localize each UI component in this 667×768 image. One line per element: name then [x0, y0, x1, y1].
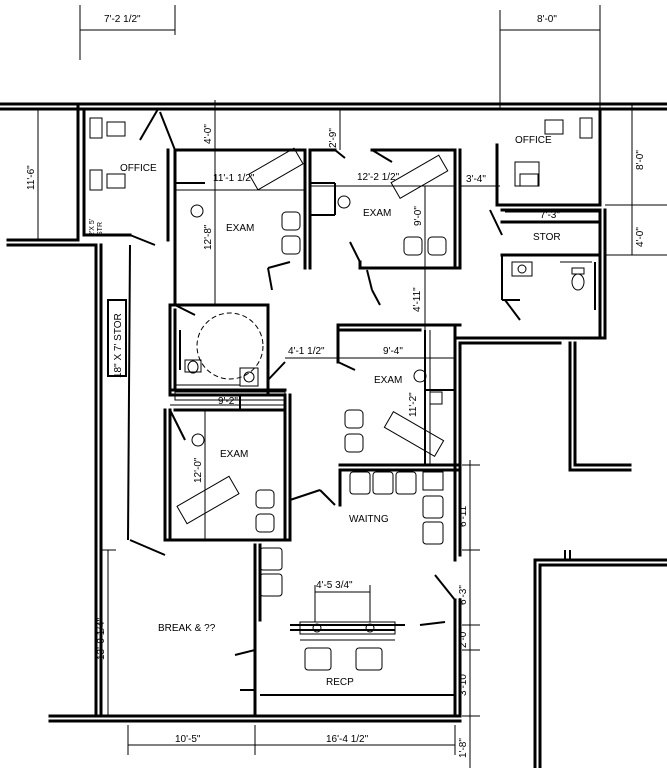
dimension-labels: 7'-2 1/2" 8'-0" 11'-6" 4'-0" 11'-1 1/2" … — [26, 14, 646, 758]
room-labels: OFFICE OFFICE EXAM EXAM STOR EXAM EXAM W… — [89, 135, 561, 688]
dim-11-1-12: 11'-1 1/2" — [213, 173, 255, 184]
dim-9-2: 9'-2" — [218, 396, 238, 407]
dim-1-8: 1'-8" — [458, 738, 469, 758]
doors — [127, 111, 521, 691]
dim-top-left: 7'-2 1/2" — [104, 14, 141, 25]
room-label-stor: STOR — [533, 232, 561, 243]
dim-11-2: 11'-2" — [408, 392, 419, 417]
dim-4-0-a: 4'-0" — [203, 124, 214, 144]
dim-12-0: 12'-0" — [193, 457, 204, 483]
dim-7-3: 7'-3" — [540, 210, 560, 221]
walls — [0, 102, 667, 768]
dim-right-4-0: 4'-0" — [635, 227, 646, 247]
room-label-exam-2: EXAM — [363, 208, 391, 219]
dim-left-11-6: 11'-6" — [26, 165, 37, 190]
dim-3-10: 3'-10" — [458, 670, 469, 696]
dim-4-11: 4'-11" — [412, 287, 423, 312]
dim-6-3: 6'-3" — [458, 585, 469, 605]
room-label-recp: RECP — [326, 677, 354, 688]
room-label-stor-small-b: STR — [97, 222, 104, 236]
dim-4-5-34: 4'-5 3/4" — [316, 580, 353, 591]
furniture — [89, 117, 596, 671]
dim-3-4: 3'-4" — [466, 174, 486, 185]
dim-right-8-0: 8'-0" — [635, 150, 646, 170]
room-label-waiting: WAITNG — [349, 514, 389, 525]
room-label-office-right: OFFICE — [515, 135, 552, 146]
dim-bottom-10-5: 10'-5" — [175, 734, 201, 745]
dim-2-9: 2'-9" — [328, 128, 339, 148]
dim-12-2-12: 12'-2 1/2" — [357, 172, 400, 183]
room-label-exam-3: EXAM — [220, 449, 248, 460]
dim-2-0: 2'-0" — [458, 628, 469, 648]
room-label-exam-4: EXAM — [374, 375, 402, 386]
room-label-office-left: OFFICE — [120, 163, 157, 174]
dim-left-13-0-14: 13'-0 1/4" — [96, 617, 107, 660]
dim-top-right: 8'-0" — [537, 14, 557, 25]
dimension-lines — [10, 5, 667, 768]
dim-9-0: 9'-0" — [413, 206, 424, 226]
room-label-stor-small-a: 2'X 5' — [89, 219, 96, 236]
dim-bottom-16-4-12: 16'-4 1/2" — [326, 734, 369, 745]
dim-12-8: 12'-8" — [203, 224, 214, 250]
room-label-break: BREAK & ?? — [158, 623, 216, 634]
room-label-stor-18x7: 18" X 7' STOR — [113, 313, 124, 378]
dim-4-1-12: 4'-1 1/2" — [288, 346, 325, 357]
dim-6-11: 6'-11" — [458, 502, 469, 527]
dim-9-4: 9'-4" — [383, 346, 403, 357]
room-label-exam-1: EXAM — [226, 223, 254, 234]
